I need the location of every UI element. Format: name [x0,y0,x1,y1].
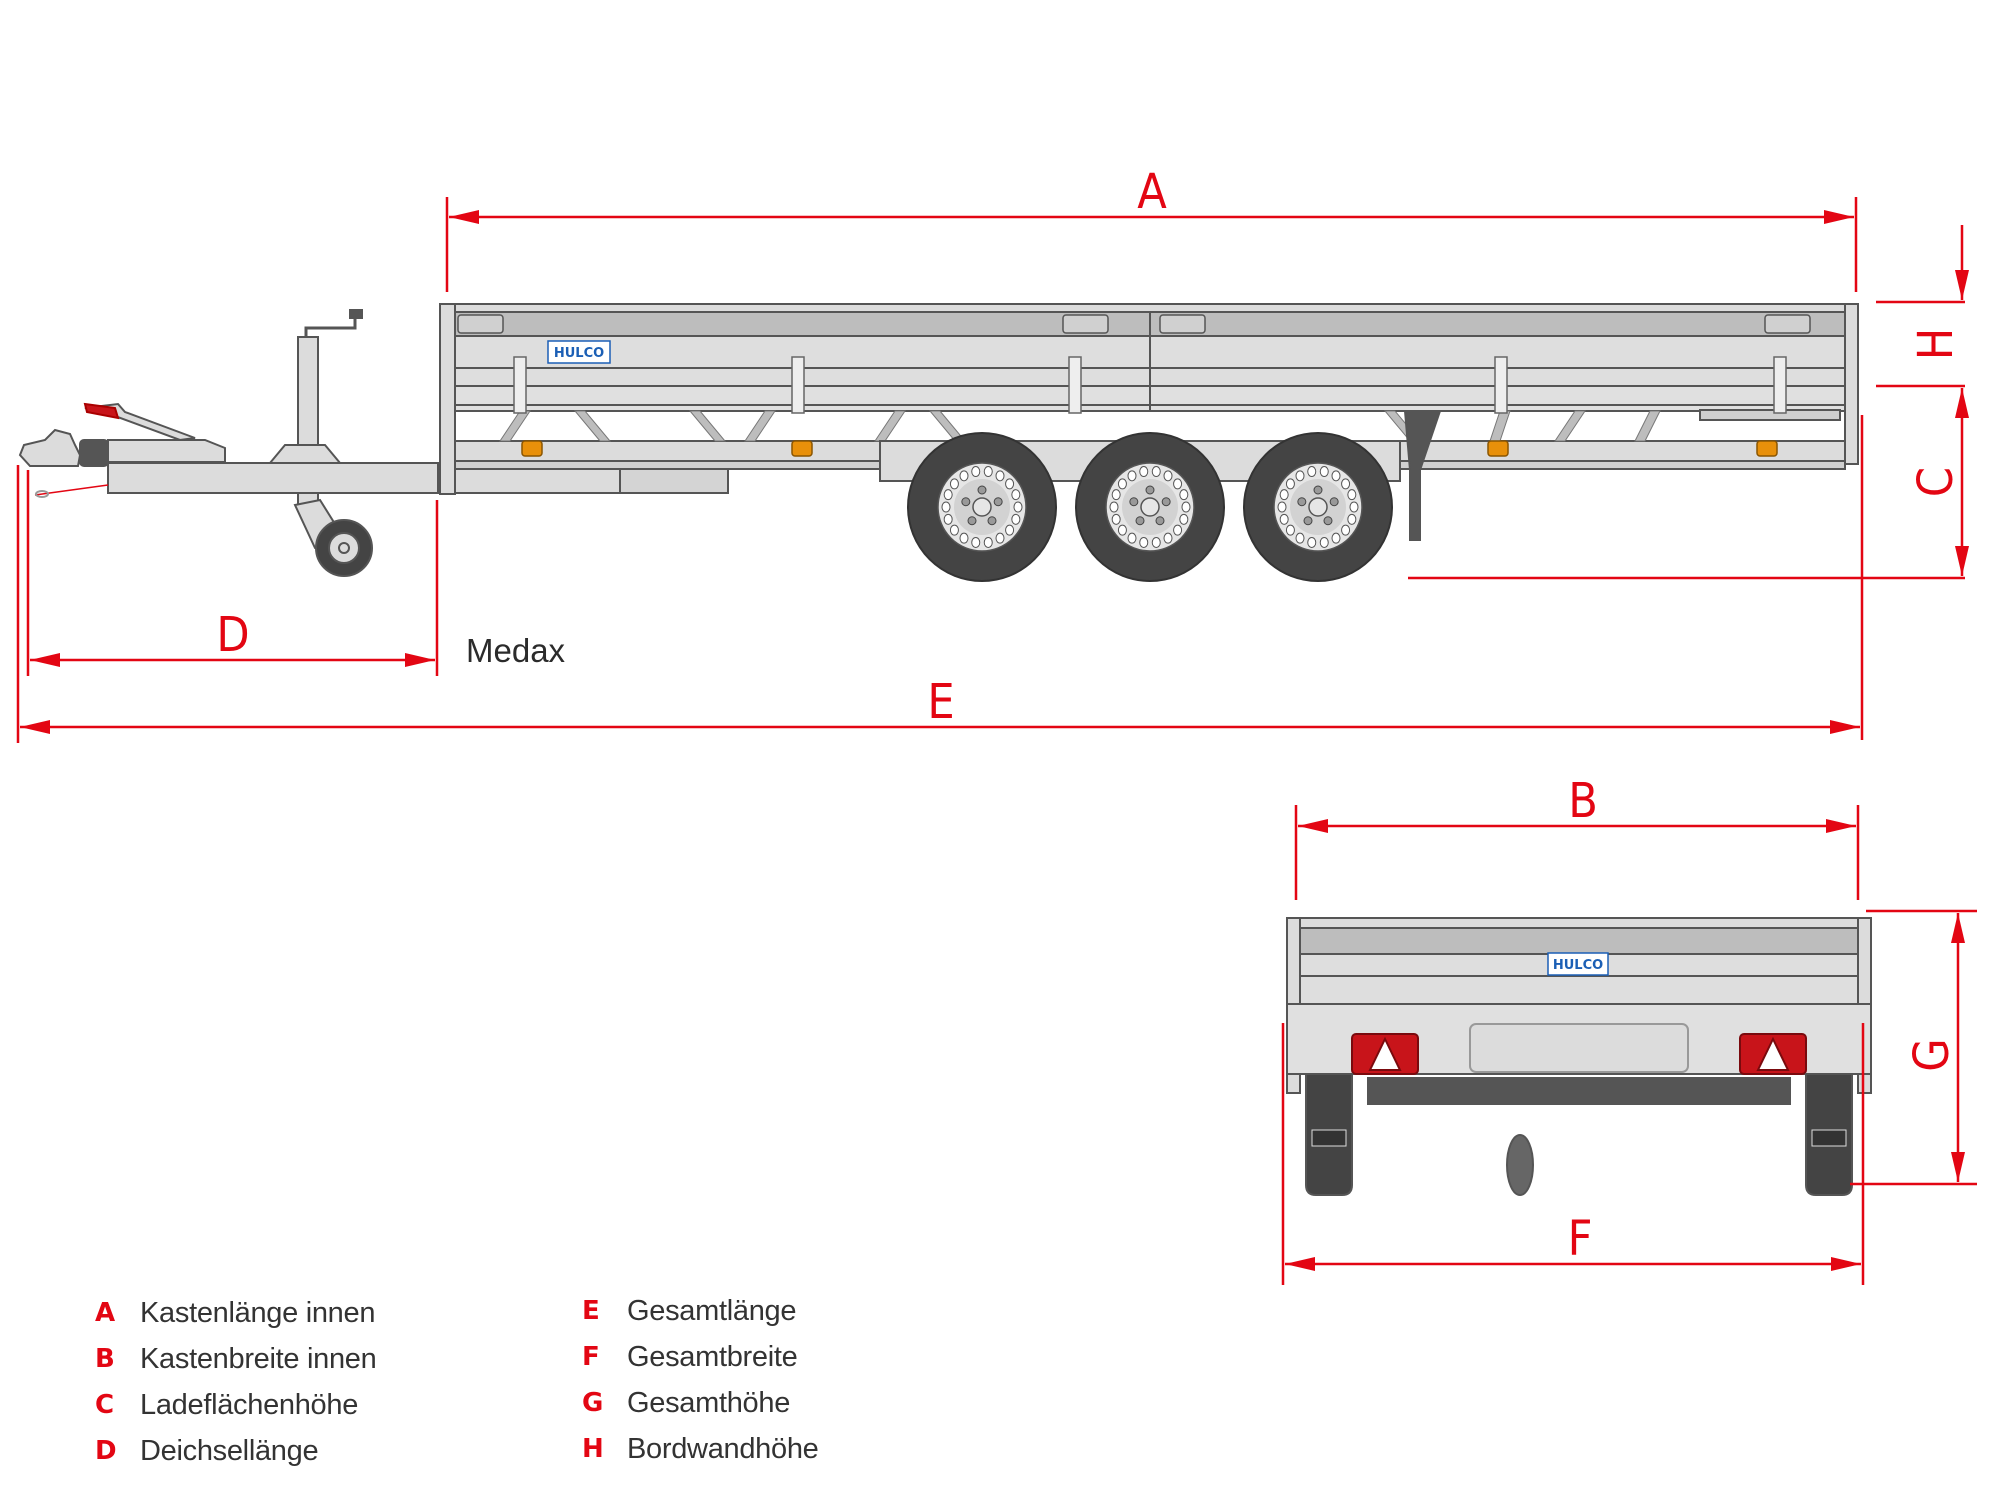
dim-label-d: D [216,607,249,663]
dim-label-g: G [1904,1038,1960,1071]
legend-key: A [95,1298,116,1328]
legend-item: F Gesamtbreite [582,1334,819,1380]
brand-logo-rear: HULCO [1547,952,1609,976]
legend-text: Gesamtbreite [627,1340,798,1373]
brand-logo-side: HULCO [547,340,611,364]
marker-lamp [1487,440,1509,457]
mud-flap [1403,410,1442,541]
legend-text: Kastenlänge innen [140,1296,376,1329]
legend-key: D [95,1436,117,1466]
legend-item: D Deichsellänge [95,1428,376,1474]
front-post [439,303,456,495]
rear-axle [1367,1077,1791,1105]
dim-label-f: F [1568,1211,1593,1267]
legend-text: Gesamtlänge [627,1294,797,1327]
legend-key: C [95,1390,115,1420]
chassis-braces [499,410,1661,442]
road-wheels [907,432,1393,582]
brake-cable [34,484,109,496]
legend-item: G Gesamthöhe [582,1380,819,1426]
legend-item: E Gesamtlänge [582,1288,819,1334]
legend-key: H [582,1434,604,1464]
dimension-labels: A D E B F H C G [216,164,1964,1267]
dim-label-c: C [1908,467,1964,497]
tail-lamps [1351,1033,1807,1075]
dim-label-a: A [1137,164,1167,220]
brand-logo-text: HULCO [554,346,604,361]
legend-item: H Bordwandhöhe [582,1426,819,1472]
legend-text: Kastenbreite innen [140,1342,377,1375]
tailgate-upper [1299,927,1859,955]
road-wheel [1075,432,1225,582]
marker-lamp [1756,440,1778,457]
body-top-rail [439,303,1856,313]
marker-lamp [521,440,543,457]
jockey-wheel-rear [1506,1134,1534,1196]
tailgate-top [1299,917,1859,929]
legend-text: Bordwandhöhe [627,1432,819,1465]
model-name: Medax [466,632,566,669]
legend-text: Deichsellänge [140,1434,319,1467]
dim-label-b: B [1568,773,1598,829]
drawbar [107,462,439,494]
side-stanchions [513,356,1787,414]
road-wheel [907,432,1057,582]
brand-logo-text: HULCO [1553,958,1603,973]
side-board-latches [457,314,1811,334]
legend-right: E Gesamtlänge F Gesamtbreite G Gesamthöhe H… [582,1288,819,1472]
coupling-head [18,402,226,498]
handbrake-grip [83,402,120,420]
rear-view: HULCO [1286,917,1872,1196]
number-plate-holder [1469,1023,1689,1073]
legend-item: C Ladeflächenhöhe [95,1382,376,1428]
legend-key: B [95,1344,115,1374]
legend-left: A Kastenlänge innen B Kastenbreite innen C… [95,1290,377,1474]
legend-key: G [582,1388,604,1418]
jockey-wheel [267,309,373,577]
dim-label-h: H [1908,328,1964,360]
dimension-lines [16,197,1977,1285]
marker-lamp [791,440,813,457]
legend-key: F [582,1342,600,1372]
legend-key: E [582,1296,600,1326]
road-wheel [1243,432,1393,582]
legend-item: A Kastenlänge innen [95,1290,376,1336]
legend-text: Ladeflächenhöhe [140,1388,359,1421]
dim-label-e: E [927,674,954,730]
legend-item: B Kastenbreite innen [95,1336,377,1382]
side-marker-lamps [521,440,1778,457]
legend-text: Gesamthöhe [627,1386,791,1419]
rear-post [1844,303,1859,465]
side-view: HULCO [18,303,1859,582]
